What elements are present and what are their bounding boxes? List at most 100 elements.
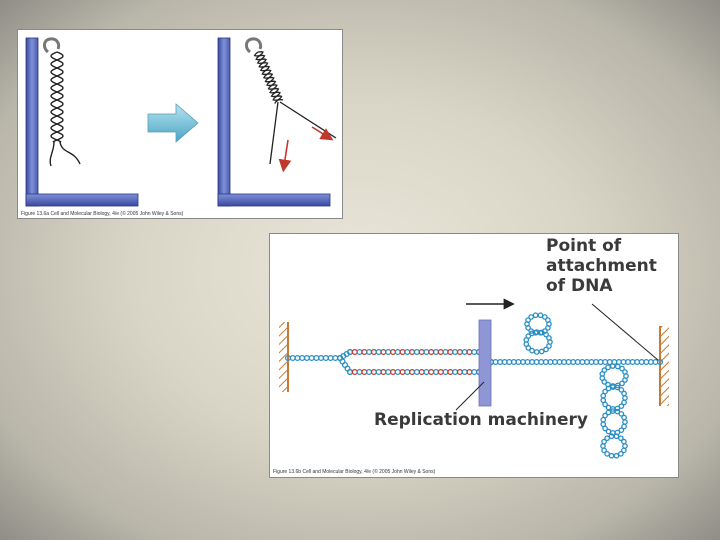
- dna-bead: [605, 428, 612, 435]
- dna-bead: [437, 348, 444, 356]
- dna-bead: [380, 368, 387, 376]
- dna-bead: [366, 348, 373, 356]
- label-replication-machinery: Replication machinery: [374, 410, 588, 430]
- dna-bead: [385, 368, 392, 376]
- dna-bead: [622, 377, 628, 383]
- hook-icon: [245, 37, 263, 54]
- dna-bead: [385, 348, 392, 356]
- dna-bead: [356, 348, 363, 356]
- dna-bead: [442, 368, 449, 376]
- dna-bead: [602, 412, 608, 419]
- dna-bead: [622, 419, 628, 425]
- dna-bead: [621, 414, 627, 421]
- dna-bead: [452, 348, 459, 356]
- dna-bead: [604, 450, 610, 457]
- anchor-right: [659, 326, 669, 406]
- dna-bead: [600, 421, 607, 428]
- dna-molecule: [284, 312, 664, 459]
- dna-bead: [423, 368, 430, 376]
- dna-bead: [461, 368, 468, 376]
- dna-helix-right: [253, 51, 337, 165]
- dna-bead: [432, 368, 440, 376]
- dna-bead: [442, 348, 449, 356]
- dna-bead: [447, 368, 454, 376]
- dna-bead: [546, 335, 552, 341]
- dna-bead: [614, 384, 621, 391]
- dna-bead: [389, 368, 397, 376]
- dna-bead: [404, 368, 411, 376]
- dna-bead: [380, 348, 387, 356]
- label-line: of DNA: [546, 276, 613, 296]
- dna-bead: [346, 368, 354, 376]
- dna-bead: [601, 367, 608, 373]
- dna-bead: [618, 386, 625, 393]
- dna-bead: [621, 438, 627, 445]
- dna-bead: [528, 314, 534, 320]
- dna-bead: [394, 348, 401, 356]
- dna-bead: [447, 348, 454, 356]
- label-line: Point of: [546, 236, 622, 256]
- dna-bead: [437, 368, 444, 376]
- dna-bead: [545, 325, 551, 331]
- dna-bead: [303, 354, 310, 362]
- dna-bead: [361, 368, 368, 376]
- dna-bead: [409, 368, 416, 376]
- panel-dna-supercoiling: Figure 13.6a Cell and Molecular Biology,…: [18, 30, 342, 218]
- dna-bead: [370, 348, 377, 356]
- transition-arrow-icon: [147, 103, 199, 143]
- dna-bead: [538, 348, 545, 355]
- dna-bead: [418, 348, 425, 356]
- dna-bead: [621, 447, 627, 454]
- dna-bead: [423, 348, 430, 356]
- dna-bead: [318, 354, 325, 362]
- dna-bead: [618, 403, 625, 410]
- dna-bead: [622, 395, 628, 401]
- dna-bead: [418, 368, 425, 376]
- dna-bead: [656, 358, 664, 366]
- dna-bead: [529, 347, 535, 354]
- dna-bead: [602, 388, 608, 395]
- label-point-of-attachment: Point of attachment of DNA: [546, 236, 657, 296]
- dna-bead: [389, 348, 397, 356]
- rotation-arrow-icon: [278, 139, 292, 173]
- dna-bead: [413, 348, 420, 356]
- dna-bead: [432, 348, 440, 356]
- dna-bead: [525, 333, 532, 339]
- replication-diagram: [279, 298, 669, 459]
- dna-bead: [545, 317, 551, 323]
- hook-icon: [43, 37, 61, 54]
- dna-bead: [621, 399, 627, 406]
- leader-line-replication: [455, 381, 485, 411]
- dna-bead: [461, 348, 468, 356]
- dna-bead: [375, 368, 382, 376]
- dna-bead: [370, 368, 377, 376]
- dna-bead: [546, 343, 552, 349]
- anchor-left: [279, 322, 289, 392]
- rotation-arrow-icon: [311, 126, 334, 141]
- replication-machinery-bar: [478, 319, 492, 407]
- figure-caption-top: Figure 13.6a Cell and Molecular Biology,…: [21, 211, 184, 217]
- dna-bead: [456, 368, 463, 376]
- dna-bead: [409, 348, 416, 356]
- dna-bead: [404, 348, 411, 356]
- dna-bead: [533, 349, 540, 355]
- dna-bead: [618, 435, 624, 442]
- dna-bead: [394, 368, 401, 376]
- dna-bead: [471, 348, 478, 356]
- dna-bead: [542, 314, 548, 320]
- dna-bead: [621, 423, 627, 430]
- dna-bead: [621, 390, 627, 397]
- dna-bead: [361, 348, 368, 356]
- support-stand-left: [25, 37, 139, 207]
- dna-bead: [619, 365, 625, 372]
- dna-bead: [351, 368, 358, 376]
- dna-bead: [366, 368, 373, 376]
- dna-bead: [618, 450, 624, 457]
- dna-bead: [622, 369, 628, 375]
- dna-bead: [608, 452, 615, 459]
- dna-bead: [600, 397, 607, 404]
- dna-bead: [399, 368, 406, 376]
- dna-bead: [613, 452, 620, 459]
- dna-bead: [537, 312, 544, 319]
- dna-bead: [614, 408, 621, 415]
